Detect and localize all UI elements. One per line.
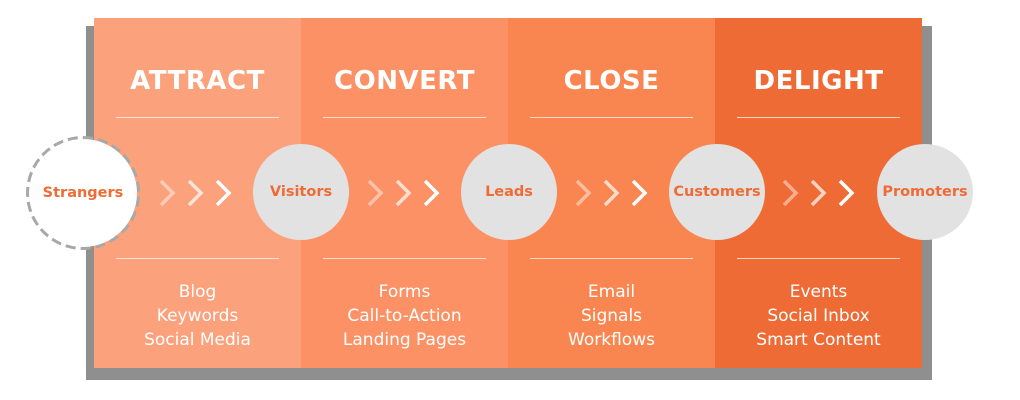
chevrons-arrow-1	[157, 178, 241, 208]
tool-list: Events Social Inbox Smart Content	[715, 280, 922, 352]
chevrons-arrow-2	[365, 178, 449, 208]
divider	[530, 258, 693, 259]
node-label: Leads	[485, 184, 533, 200]
node-promoters: Promoters	[877, 144, 973, 240]
tool-list: Blog Keywords Social Media	[94, 280, 301, 352]
divider	[116, 258, 279, 259]
stage-title: ATTRACT	[130, 66, 265, 96]
tool-item: Keywords	[156, 306, 239, 326]
chevrons-arrow-4	[780, 178, 864, 208]
tool-item: Email	[587, 282, 636, 302]
node-strangers: Strangers	[35, 145, 131, 241]
tool-item: Landing Pages	[342, 330, 467, 350]
node-label: Promoters	[882, 184, 968, 200]
divider	[530, 117, 693, 118]
tool-item: Events	[789, 282, 848, 302]
divider	[323, 258, 486, 259]
stage-title: CLOSE	[563, 66, 660, 96]
node-customers: Customers	[669, 144, 765, 240]
node-label: Customers	[673, 184, 761, 200]
divider	[737, 117, 900, 118]
chevrons-arrow-3	[573, 178, 657, 208]
tool-item: Signals	[580, 306, 643, 326]
tool-list: Email Signals Workflows	[508, 280, 715, 352]
stage-title: DELIGHT	[753, 66, 884, 96]
tool-item: Workflows	[568, 330, 655, 350]
divider	[116, 117, 279, 118]
divider	[323, 117, 486, 118]
divider	[737, 258, 900, 259]
tool-item: Blog	[178, 282, 217, 302]
tool-item: Social Inbox	[767, 306, 870, 326]
dashed-ring	[26, 136, 140, 250]
stage-convert: CONVERT Forms Call-to-Action Landing Pag…	[301, 18, 508, 368]
tool-item: Social Media	[144, 330, 251, 350]
node-leads: Leads	[461, 144, 557, 240]
tool-item: Call-to-Action	[347, 306, 462, 326]
tool-item: Forms	[378, 282, 431, 302]
node-visitors: Visitors	[253, 144, 349, 240]
tool-item: Smart Content	[756, 330, 881, 350]
tool-list: Forms Call-to-Action Landing Pages	[301, 280, 508, 352]
stage-title: CONVERT	[334, 66, 475, 96]
node-label: Visitors	[269, 184, 333, 200]
node-label: Strangers	[42, 185, 124, 201]
